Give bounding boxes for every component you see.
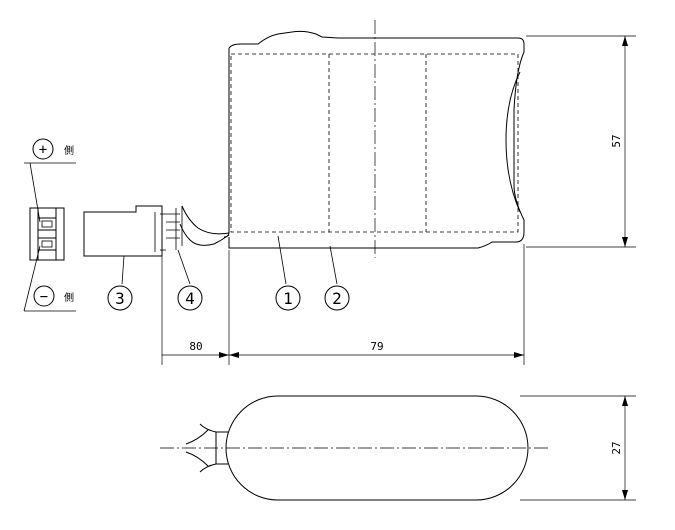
callout-3-label: 3 [115, 289, 125, 308]
dimension-height: 57 [526, 35, 636, 248]
sleeve-fold [213, 234, 230, 245]
pack-outline [223, 30, 525, 249]
negative-polarity: − 側 [23, 245, 76, 312]
negative-symbol: − [40, 289, 48, 305]
side-lead-wires [185, 423, 228, 473]
end-cap [505, 71, 521, 213]
lead-wire-upper [181, 205, 230, 235]
positive-symbol: + [39, 142, 47, 158]
callout-4: 4 [177, 249, 203, 311]
callout-2: 2 [324, 245, 350, 311]
connector [83, 205, 166, 257]
connector-end-view [29, 207, 65, 261]
wire-strands [166, 206, 183, 250]
dimension-width: 80 79 [161, 244, 525, 365]
callout-2-label: 2 [332, 289, 342, 308]
positive-polarity: + 側 [24, 138, 76, 223]
lead-length-value: 80 [189, 340, 202, 353]
pack-side-outline [225, 395, 529, 501]
dimension-thickness: 27 [520, 395, 636, 501]
cells-outline [230, 53, 519, 233]
negative-side-label: 側 [64, 291, 74, 304]
callout-4-label: 4 [185, 289, 195, 308]
width-value: 79 [370, 340, 383, 353]
callout-1-label: 1 [283, 289, 293, 308]
thickness-value: 27 [610, 441, 623, 454]
side-view: 27 [160, 395, 636, 501]
lead-wire-lower [179, 223, 215, 246]
positive-side-label: 側 [64, 144, 74, 157]
callout-1: 1 [275, 235, 301, 311]
height-value: 57 [610, 134, 623, 147]
callout-3: 3 [107, 255, 133, 311]
top-view: + 側 − 側 1 2 3 [23, 20, 636, 365]
